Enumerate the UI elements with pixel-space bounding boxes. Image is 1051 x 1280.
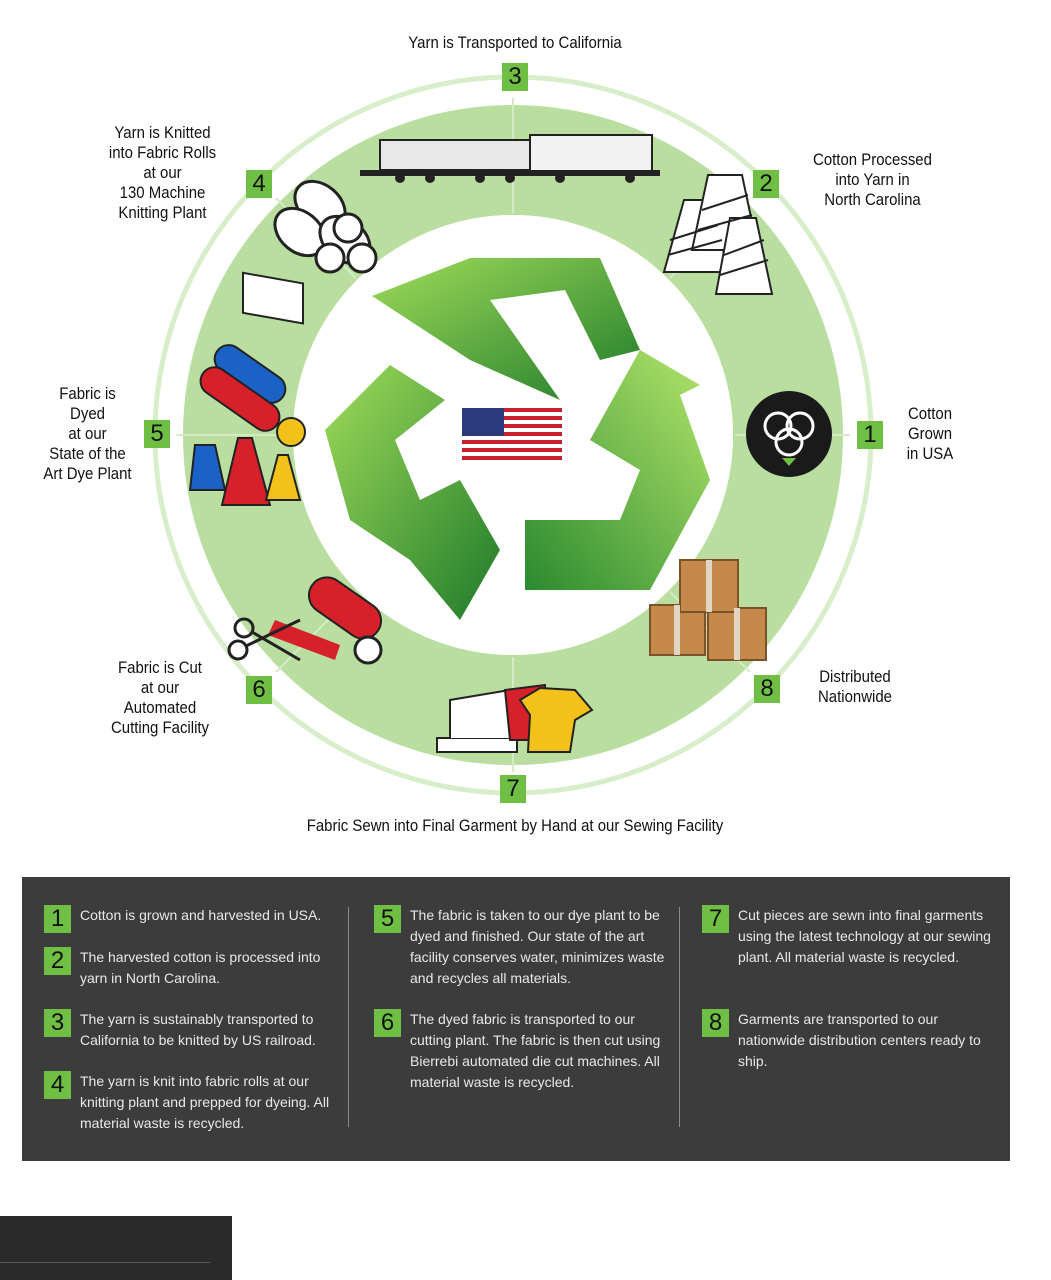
sewing-machine-icon — [436, 683, 594, 753]
step-number-1: 1 — [857, 421, 883, 449]
detail-number-2: 2 — [44, 947, 71, 975]
step-label-7: Fabric Sewn into Final Garment by Hand a… — [306, 816, 724, 835]
train-icon — [360, 134, 660, 183]
step-label-8: Distributed Nationwide — [817, 667, 893, 706]
footer-bar — [0, 1216, 232, 1280]
step-number-4: 4 — [246, 170, 272, 198]
step-number-5: 5 — [144, 420, 170, 448]
detail-number-1: 1 — [44, 905, 71, 933]
usa-flag-icon — [462, 408, 562, 460]
detail-text-7: Cut pieces are sewn into final garments … — [738, 907, 991, 965]
step-label-4: Yarn is Knitted into Fabric Rolls at our… — [108, 123, 217, 222]
cycle-graphic — [152, 74, 874, 796]
step-label-2: Cotton Processed into Yarn in North Caro… — [813, 150, 932, 209]
process-diagram: 1 2 3 4 5 6 7 8 Cotton Grown in USA Cott… — [43, 33, 954, 835]
detail-text-1: Cotton is grown and harvested in USA. — [80, 907, 322, 923]
detail-text-2: The harvested cotton is processed into y… — [80, 949, 321, 986]
detail-text-3: The yarn is sustainably transported to C… — [80, 1011, 316, 1048]
fabric-rolls-icon — [242, 179, 378, 325]
detail-text-4: The yarn is knit into fabric rolls at ou… — [80, 1073, 330, 1131]
detail-text-5: The fabric is taken to our dye plant to … — [410, 907, 665, 986]
boxes-icon — [649, 559, 767, 661]
detail-number-8: 8 — [702, 1009, 729, 1037]
footer-divider — [0, 1262, 210, 1263]
detail-number-4: 4 — [44, 1071, 71, 1099]
column-divider — [679, 907, 680, 1127]
step-label-6: Fabric is Cut at our Automated Cutting F… — [110, 658, 210, 737]
detail-number-3: 3 — [44, 1009, 71, 1037]
step-number-6: 6 — [246, 676, 272, 704]
step-number-3: 3 — [502, 63, 528, 91]
dye-flasks-icon — [188, 344, 306, 506]
step-label-3: Yarn is Transported to California — [408, 33, 622, 52]
step-number-7: 7 — [500, 775, 526, 803]
cotton-icon — [746, 391, 832, 477]
step-number-8: 8 — [754, 675, 780, 703]
step-number-2: 2 — [753, 170, 779, 198]
column-divider — [348, 907, 349, 1127]
step-label-5: Fabric is Dyed at our State of the Art D… — [43, 384, 132, 483]
yarn-cones-icon — [662, 174, 774, 295]
step-label-1: Cotton Grown in USA — [906, 404, 954, 463]
recycle-icon — [325, 258, 710, 620]
detail-text-8: Garments are transported to our nationwi… — [738, 1011, 981, 1069]
details-panel: 1 Cotton is grown and harvested in USA. … — [22, 877, 1010, 1161]
detail-number-7: 7 — [702, 905, 729, 933]
detail-text-6: The dyed fabric is transported to our cu… — [410, 1011, 661, 1090]
detail-number-6: 6 — [374, 1009, 401, 1037]
detail-number-5: 5 — [374, 905, 401, 933]
scissors-fabric-icon — [227, 576, 383, 665]
